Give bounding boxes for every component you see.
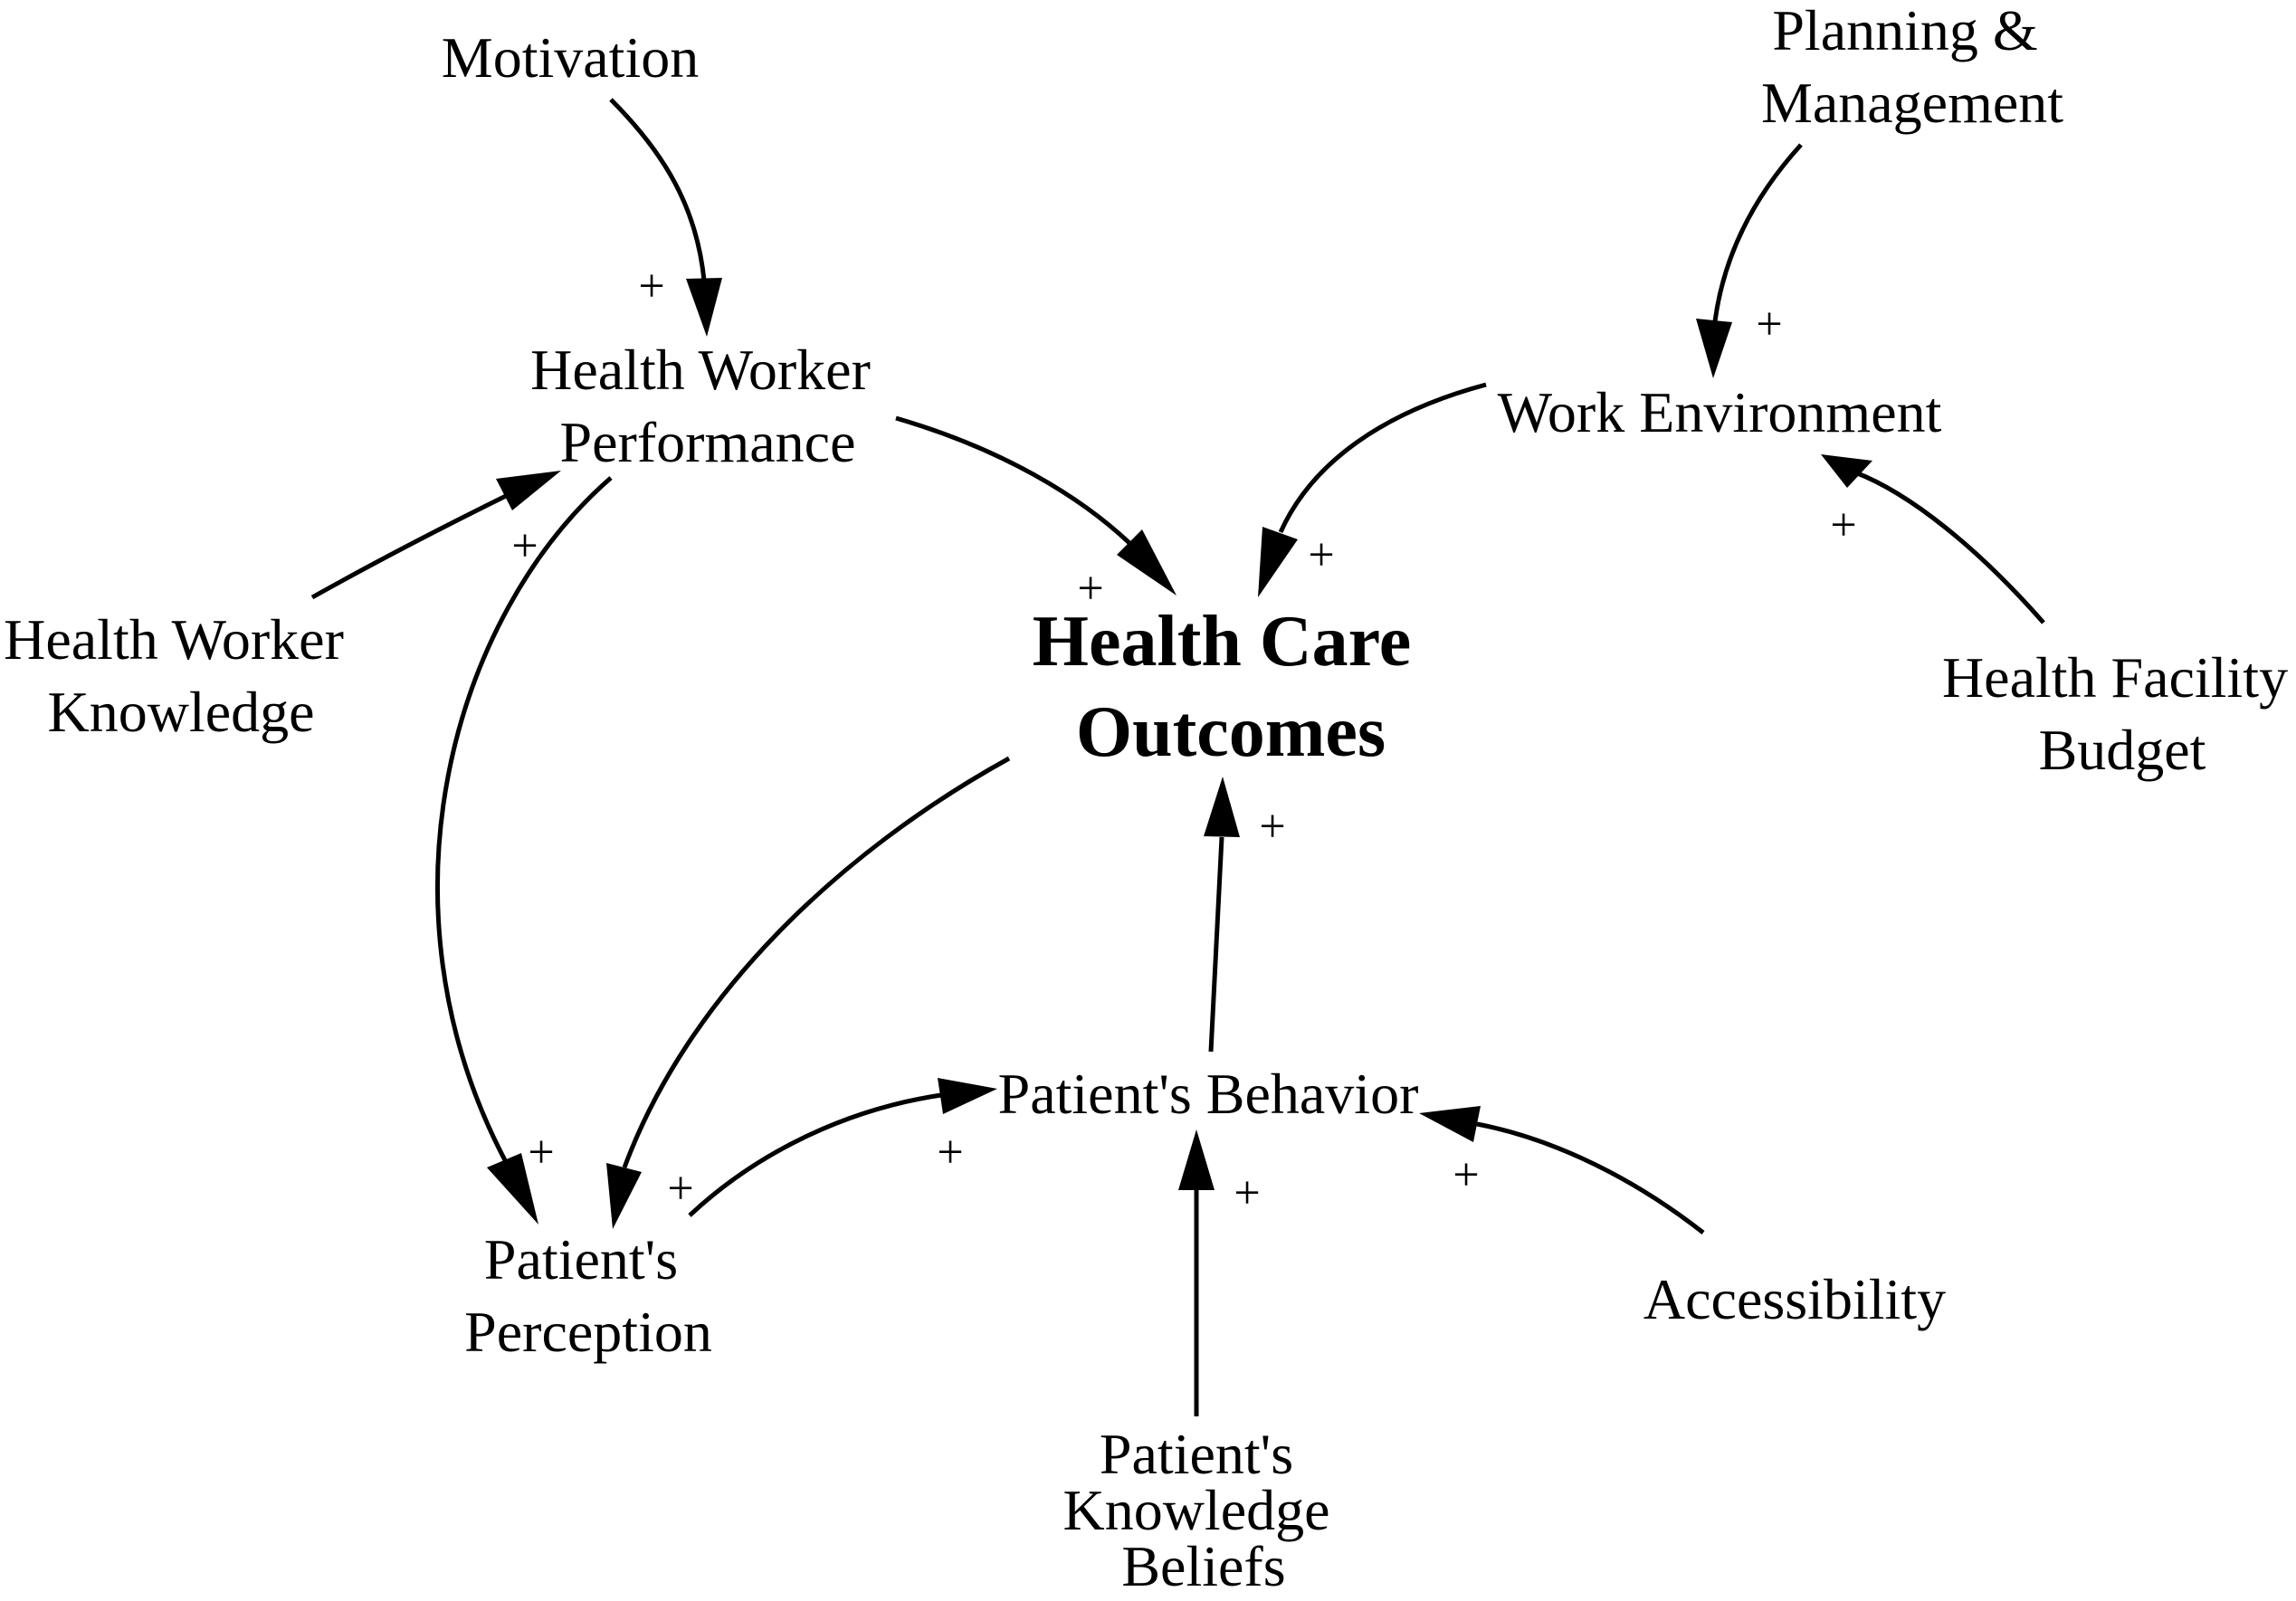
node-health-care-outcomes: Health Care Outcomes xyxy=(1033,602,1429,772)
polarity-hw-knowledge-performance: + xyxy=(511,520,538,572)
polarity-planning-work-environment: + xyxy=(1756,299,1782,350)
link-budget-to-work-environment xyxy=(1854,470,2045,624)
polarity-budget-work-environment: + xyxy=(1830,500,1856,551)
polarity-outcomes-perception: + xyxy=(667,1163,693,1215)
link-motivation-to-performance xyxy=(609,98,707,281)
node-health-facility-budget: Health Facility Budget xyxy=(1942,645,2296,782)
node-health-worker-knowledge: Health Worker Knowledge xyxy=(4,607,358,744)
link-perception-to-behavior xyxy=(688,1092,942,1217)
link-hw-knowledge-to-performance xyxy=(310,491,513,600)
link-performance-to-outcomes xyxy=(895,415,1131,545)
link-outcomes-to-perception xyxy=(622,756,1011,1168)
arrowhead-budget-to-work-environment xyxy=(1821,454,1872,488)
arrowhead-outcomes-from-performance xyxy=(1117,529,1177,596)
links xyxy=(310,98,2045,1416)
nodes: Motivation Planning & Management Health … xyxy=(4,0,2296,1598)
node-accessibility: Accessibility xyxy=(1643,1267,1946,1331)
polarity-performance-perception: + xyxy=(528,1127,554,1178)
arrowhead-perception-from-performance xyxy=(487,1153,538,1225)
arrowhead-perception-from-outcomes xyxy=(606,1163,642,1229)
polarity-performance-outcomes: + xyxy=(1077,563,1103,615)
node-patients-behavior: Patient's Behavior xyxy=(998,1062,1419,1126)
link-behavior-to-outcomes xyxy=(1208,836,1224,1053)
link-planning-to-work-environment xyxy=(1712,143,1803,322)
arrowhead-work-environment xyxy=(1696,319,1732,378)
polarity-signs: + + + + + + + + + + + + xyxy=(511,261,1856,1219)
polarity-behavior-outcomes: + xyxy=(1259,801,1285,853)
node-patients-knowledge-beliefs: Patient's Knowledge Beliefs xyxy=(1062,1422,1344,1598)
polarity-perception-behavior: + xyxy=(937,1127,963,1178)
link-work-environment-to-outcomes xyxy=(1278,382,1487,534)
arrowhead-behavior-from-perception xyxy=(938,1078,997,1114)
arrowhead-outcomes-from-work-environment xyxy=(1258,527,1298,597)
polarity-work-environment-outcomes: + xyxy=(1308,529,1334,581)
arrowhead-performance xyxy=(686,278,722,337)
node-planning-management: Planning & Management xyxy=(1761,0,2063,135)
polarity-pk-beliefs-behavior: + xyxy=(1234,1167,1260,1219)
polarity-accessibility-behavior: + xyxy=(1453,1149,1479,1201)
arrowheads xyxy=(487,278,1872,1229)
node-work-environment: Work Environment xyxy=(1498,380,1942,444)
node-motivation: Motivation xyxy=(442,25,699,90)
link-accessibility-to-behavior xyxy=(1476,1121,1705,1234)
node-health-worker-performance: Health Worker Performance xyxy=(530,338,885,474)
arrowhead-behavior-from-pk-beliefs xyxy=(1178,1129,1215,1190)
arrowhead-outcomes-from-behavior xyxy=(1204,777,1240,837)
link-performance-to-perception xyxy=(435,476,613,1162)
node-patients-perception: Patient's Perception xyxy=(464,1227,712,1364)
polarity-motivation-performance: + xyxy=(638,261,664,312)
arrowhead-hw-knowledge-to-performance xyxy=(496,471,561,510)
arrowhead-behavior-from-accessibility xyxy=(1419,1106,1481,1142)
